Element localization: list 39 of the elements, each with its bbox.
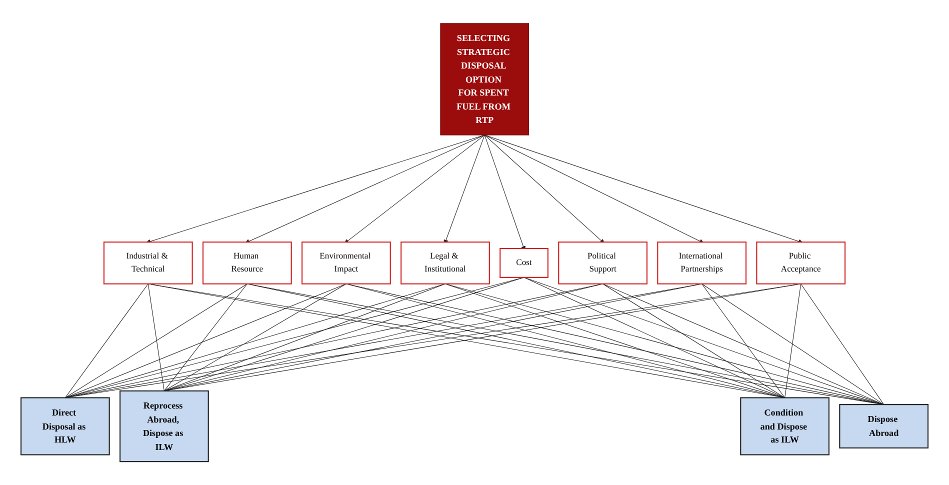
arrow [484, 134, 704, 244]
connector [784, 284, 802, 398]
connector [148, 284, 164, 392]
connector [524, 277, 884, 405]
node-box: International Partnerships [657, 242, 747, 284]
connector [444, 284, 786, 398]
connector [164, 284, 446, 392]
connector [64, 284, 446, 398]
connector [64, 284, 346, 398]
connector [64, 284, 148, 398]
node-box: SELECTING STRATEGIC DISPOSAL OPTION FOR SPENT FUEL FROM RTP [440, 23, 530, 136]
node-box: Human Resource [202, 242, 292, 284]
node-box: Reprocess Abroad, Dispose as ILW [120, 390, 209, 462]
connector [702, 284, 786, 398]
connector [64, 277, 524, 398]
node-box: Political Support [558, 242, 648, 284]
connector [164, 284, 248, 392]
node-box: Public Acceptance [756, 242, 846, 284]
connector [444, 284, 884, 405]
connector [602, 284, 884, 405]
arrow [484, 134, 605, 244]
node-box: Condition and Dispose as ILW [740, 397, 830, 456]
arrow [344, 134, 485, 244]
node-box: Legal & Institutional [400, 242, 490, 284]
arrow [484, 134, 804, 244]
node-box: Dispose Abroad [839, 404, 929, 448]
arrow [146, 134, 485, 244]
node-box: Industrial & Technical [103, 242, 193, 284]
connector [702, 284, 884, 405]
connector [64, 284, 248, 398]
arrow [245, 134, 485, 244]
connector [524, 277, 786, 398]
connector [602, 284, 786, 398]
node-box: Cost [500, 248, 548, 278]
connector [164, 284, 346, 392]
connector [800, 284, 884, 405]
connector [164, 277, 524, 392]
node-box: Direct Disposal as HLW [20, 397, 110, 456]
node-box: Environmental Impact [302, 242, 391, 284]
